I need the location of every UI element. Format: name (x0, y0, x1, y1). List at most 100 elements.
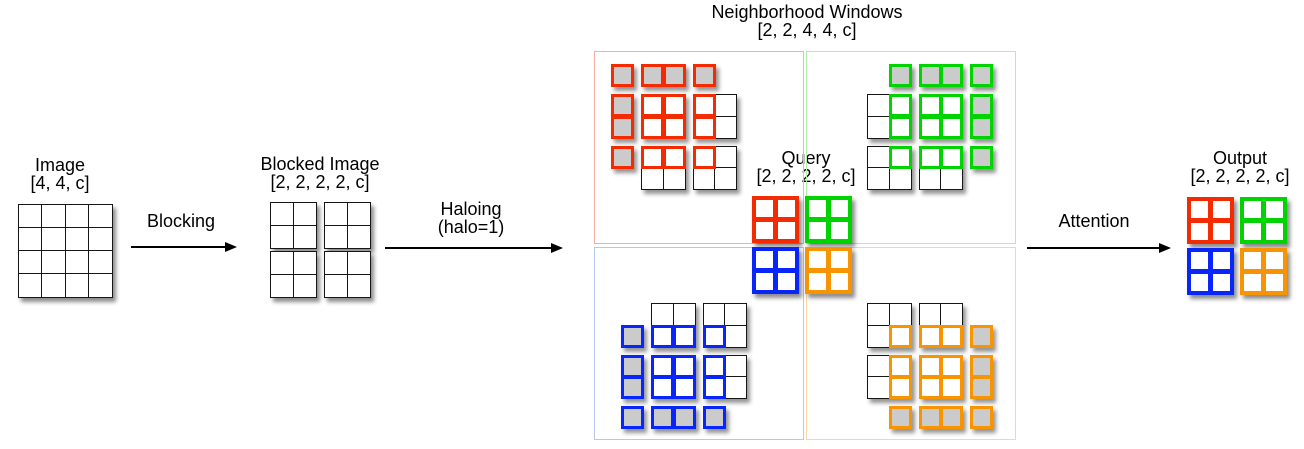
window-chunk (888, 64, 912, 87)
window-cell (918, 115, 942, 139)
grid-cell (19, 228, 43, 251)
window-cell (888, 376, 912, 399)
output-block-orange (1240, 248, 1287, 295)
grid-cell (88, 205, 112, 228)
halo-pad-cell (621, 376, 644, 399)
window-cell (940, 115, 963, 139)
query-block-red (752, 196, 799, 243)
window-cell (641, 115, 664, 139)
grid-cell (65, 205, 89, 228)
query-block-blue (752, 247, 799, 294)
halo-pad-cell (970, 406, 993, 429)
halo-pad-cell (918, 406, 942, 429)
output-label: Output [2, 2, 2, 2, c] (1165, 149, 1304, 185)
window-chunk (918, 94, 963, 139)
window-cell (940, 145, 963, 169)
window-chunk (702, 354, 747, 399)
attention-arrow-head (1159, 242, 1171, 253)
halo-pad-cell (611, 115, 634, 139)
window-chunk (621, 354, 644, 399)
window-chunk (651, 406, 696, 429)
outside-cell (702, 303, 726, 326)
halo-pad-cell (662, 64, 686, 87)
image-label-shape: [4, 4, c] (30, 173, 90, 193)
neighborhood-window-red (611, 64, 737, 190)
grid-cell (65, 274, 89, 297)
outside-cell (724, 354, 747, 378)
outside-cell (714, 94, 737, 117)
blocked-image-block-0 (270, 202, 317, 249)
halo-pad-cell (692, 64, 716, 87)
halo-pad-cell (611, 94, 634, 117)
halo-pad-cell (940, 406, 963, 429)
window-chunk (702, 406, 726, 429)
image-label-title: Image (34, 155, 86, 175)
window-cell (940, 354, 963, 378)
output-block-blue (1187, 248, 1234, 295)
grid-cell (347, 252, 370, 275)
window-cell (918, 376, 942, 399)
neighborhood-window-blue (621, 303, 747, 429)
blocked-image-block-1 (324, 202, 371, 249)
window-chunk (651, 303, 696, 348)
outside-cell (867, 324, 890, 348)
halo-pad-cell (888, 64, 912, 87)
outside-cell (888, 167, 912, 190)
outside-cell (867, 167, 890, 190)
window-chunk (692, 145, 737, 190)
query-block-orange (805, 247, 852, 294)
outside-cell (918, 167, 942, 190)
window-chunk (702, 303, 747, 348)
neighborhood-box-orange (806, 247, 1016, 440)
halo-pad-cell (970, 94, 993, 117)
neighborhood-box-blue (594, 247, 804, 440)
outside-cell (714, 115, 737, 139)
query-block-green-cell (827, 218, 852, 243)
grid-cell (293, 252, 316, 275)
grid-cell (293, 203, 316, 226)
grid-cell (325, 274, 348, 297)
output-block-green-cell (1262, 219, 1287, 244)
halo-pad-cell (611, 145, 634, 169)
blocking-arrow-label: Blocking (146, 211, 216, 231)
window-cell (692, 145, 716, 169)
outside-cell (867, 303, 890, 326)
neighborhood-window-green (867, 64, 993, 190)
window-chunk (918, 145, 963, 190)
window-cell (940, 94, 963, 117)
window-cell (672, 324, 696, 348)
window-chunk (970, 406, 993, 429)
halo-pad-cell (970, 324, 993, 348)
haloing-arrow-head (551, 242, 563, 253)
output-block-blue-cell (1209, 270, 1234, 295)
window-cell (651, 376, 674, 399)
window-cell (702, 354, 726, 378)
grid-cell (65, 228, 89, 251)
window-chunk (641, 64, 686, 87)
grid-cell (271, 274, 294, 297)
window-chunk (651, 354, 696, 399)
window-chunk (867, 354, 912, 399)
grid-cell (42, 228, 66, 251)
halo-pad-cell (702, 406, 726, 429)
outside-cell (867, 376, 890, 399)
blocking-arrow-line (131, 246, 226, 248)
halo-pad-cell (940, 64, 963, 87)
window-cell (888, 115, 912, 139)
output-block-red-cell (1209, 219, 1234, 244)
output-label-title: Output (1212, 148, 1268, 168)
neighborhood-window-orange (867, 303, 993, 429)
grid-cell (19, 205, 43, 228)
halo-pad-cell (621, 324, 644, 348)
halo-pad-cell (672, 406, 696, 429)
output-block-orange-cell (1240, 270, 1265, 295)
outside-cell (867, 115, 890, 139)
window-chunk (692, 94, 737, 139)
grid-cell (271, 225, 294, 248)
halo-pad-cell (970, 115, 993, 139)
window-chunk (621, 324, 644, 348)
window-chunk (918, 354, 963, 399)
outside-cell (888, 303, 912, 326)
window-chunk (970, 145, 993, 169)
